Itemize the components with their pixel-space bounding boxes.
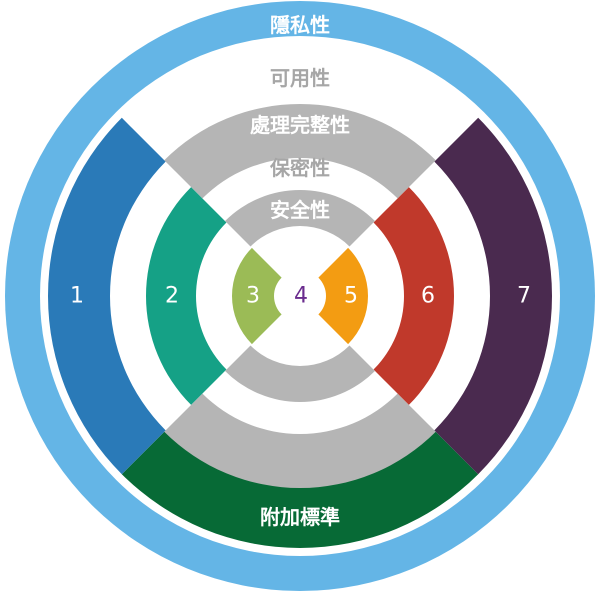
segment-1 [47,117,166,475]
confidentiality-label: 保密性 [269,156,330,180]
segment-2-number: 2 [165,284,179,309]
security-ring-bottom [225,345,375,402]
segment-7-number: 7 [517,284,531,309]
segment-3-number: 3 [246,284,260,309]
segment-2 [146,187,227,405]
privacy-label: 隱私性 [270,13,330,37]
security-ring-top [225,190,375,247]
segment-3 [231,247,282,345]
segment-6-number: 6 [421,284,435,309]
segment-1-number: 1 [70,284,84,309]
segment-6 [373,187,454,405]
availability-label: 可用性 [270,66,330,90]
additional-criteria-label: 附加標準 [260,505,340,529]
segment-5-number: 5 [344,284,358,309]
segment-4-number: 4 [294,284,308,309]
security-label: 安全性 [270,198,330,222]
segment-7 [434,117,553,475]
processing-integrity-ring-bottom [164,393,436,488]
processing-integrity-label: 處理完整性 [250,113,350,137]
processing-integrity-ring-top [164,104,436,199]
additional-criteria-ring [121,430,479,548]
segment-5 [318,247,368,345]
